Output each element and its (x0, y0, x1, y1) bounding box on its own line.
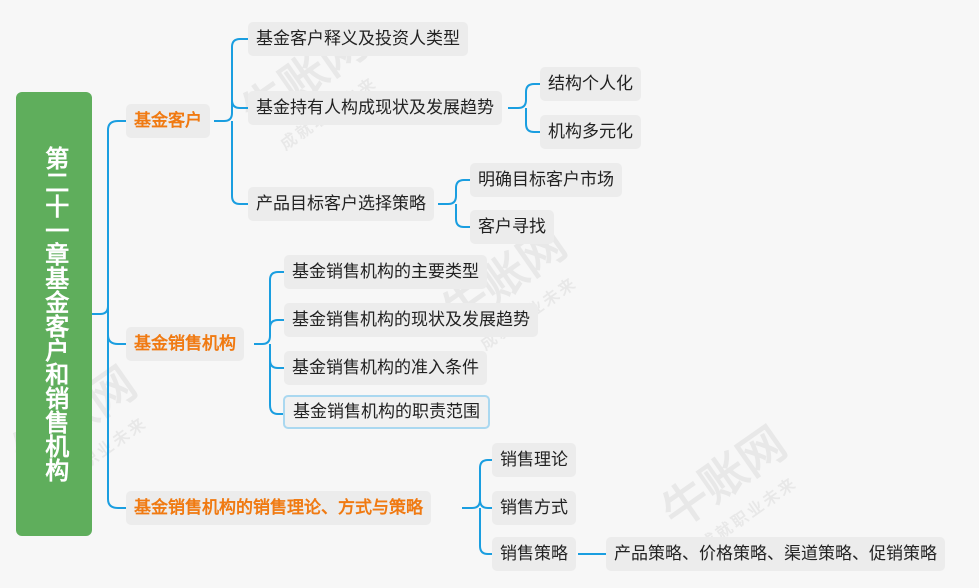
topic-personalization[interactable]: 结构个人化 (540, 67, 641, 101)
root-topic[interactable]: 第二十一章基金客户和销售机构 (16, 92, 92, 536)
topic-sales-theory[interactable]: 基金销售机构的销售理论、方式与策略 (126, 491, 431, 525)
topic-target-strategy[interactable]: 产品目标客户选择策略 (248, 187, 434, 221)
topic-strategy[interactable]: 销售策略 (492, 537, 576, 571)
topic-client-search[interactable]: 客户寻找 (470, 210, 554, 244)
topic-strategy-list[interactable]: 产品策略、价格策略、渠道策略、促销策略 (606, 537, 945, 571)
topic-diversification[interactable]: 机构多元化 (540, 115, 641, 149)
topic-agency-admission[interactable]: 基金销售机构的准入条件 (284, 351, 487, 385)
topic-agency-duties[interactable]: 基金销售机构的职责范围 (283, 395, 490, 429)
topic-theory[interactable]: 销售理论 (492, 443, 576, 477)
topic-target-market[interactable]: 明确目标客户市场 (470, 163, 622, 197)
topic-agency-trends[interactable]: 基金销售机构的现状及发展趋势 (284, 303, 538, 337)
topic-agency-types[interactable]: 基金销售机构的主要类型 (284, 255, 487, 289)
topic-holder-structure[interactable]: 基金持有人构成现状及发展趋势 (248, 91, 502, 125)
topic-client-definition[interactable]: 基金客户释义及投资人类型 (248, 22, 468, 56)
topic-sales-agencies[interactable]: 基金销售机构 (126, 327, 244, 361)
topic-methods[interactable]: 销售方式 (492, 491, 576, 525)
topic-fund-clients[interactable]: 基金客户 (126, 104, 210, 138)
